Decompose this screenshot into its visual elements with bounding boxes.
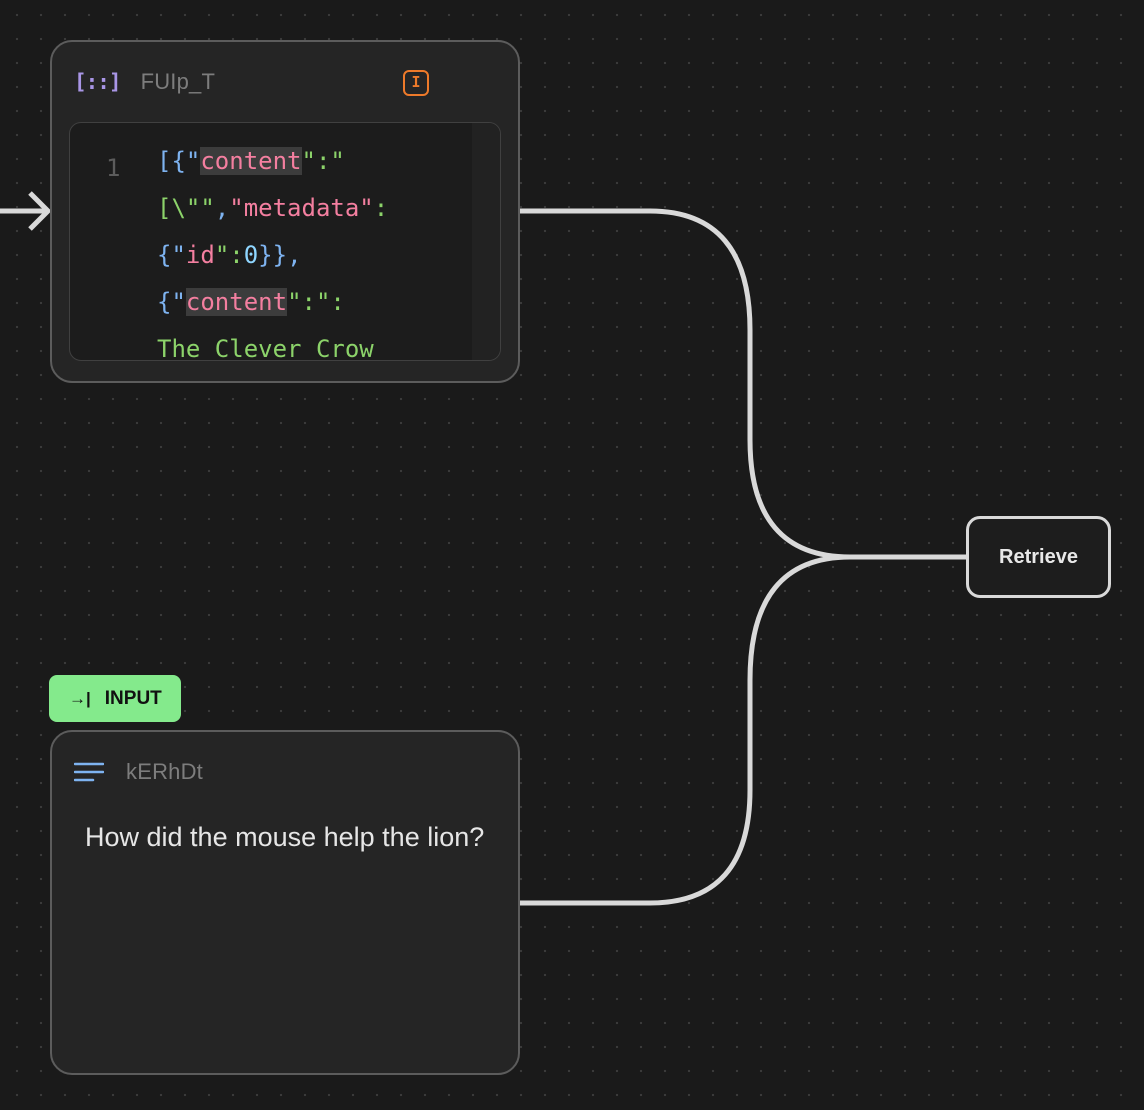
retrieve-node-label: Retrieve xyxy=(999,545,1078,568)
arrow-to-right-icon: →| xyxy=(69,688,91,708)
code-token: ": xyxy=(214,241,244,269)
text-input-node[interactable]: kERhDt How did the mouse help the lion? xyxy=(50,730,520,1075)
code-token: ":" xyxy=(301,147,345,175)
code-line: {"id":0}}, xyxy=(157,232,388,279)
query-text[interactable]: How did the mouse help the lion? xyxy=(85,822,485,852)
code-token: [\"" xyxy=(157,194,215,222)
code-line: The Clever Crow xyxy=(157,326,388,361)
edge-text-to-retrieve xyxy=(520,554,851,906)
code-token: {" xyxy=(157,288,186,316)
code-scroll-area[interactable] xyxy=(472,123,500,360)
output-flag-icon[interactable]: I xyxy=(403,70,429,96)
code-token: id xyxy=(185,241,215,269)
retrieve-node[interactable]: Retrieve xyxy=(966,516,1111,598)
edge-json-to-retrieve xyxy=(520,208,966,560)
code-line: [{"content":" xyxy=(157,138,388,185)
json-node[interactable]: [::] FUIp_T I 1 [{"content":"[\"","metad… xyxy=(50,40,520,383)
text-lines-icon xyxy=(74,762,104,782)
json-brackets-icon: [::] xyxy=(74,70,122,94)
incoming-arrow-icon xyxy=(0,191,51,231)
json-node-title: FUIp_T xyxy=(140,69,216,94)
code-line: [\"","metadata": xyxy=(157,185,388,232)
code-token: , xyxy=(214,194,230,222)
code-line: {"content":": xyxy=(157,279,388,326)
code-token: "metadata" xyxy=(229,194,374,222)
text-node-header: kERhDt xyxy=(74,756,203,788)
code-token: content xyxy=(200,147,302,175)
input-badge: →| INPUT xyxy=(49,675,181,722)
code-token: ":": xyxy=(287,288,345,316)
code-token: 0 xyxy=(243,241,259,269)
json-node-header: [::] FUIp_T xyxy=(74,66,215,98)
code-token: }}, xyxy=(258,241,302,269)
json-code-editor[interactable]: 1 [{"content":"[\"","metadata":{"id":0}}… xyxy=(69,122,501,361)
code-token: {" xyxy=(157,241,186,269)
line-number: 1 xyxy=(106,154,121,182)
input-badge-label: INPUT xyxy=(104,687,162,709)
code-token: : xyxy=(373,194,389,222)
code-token: [{" xyxy=(157,147,201,175)
code-token: The Clever Crow xyxy=(157,335,374,361)
code-content[interactable]: [{"content":"[\"","metadata":{"id":0}},{… xyxy=(157,138,388,361)
text-node-title: kERhDt xyxy=(126,759,203,784)
code-token: content xyxy=(185,288,288,316)
